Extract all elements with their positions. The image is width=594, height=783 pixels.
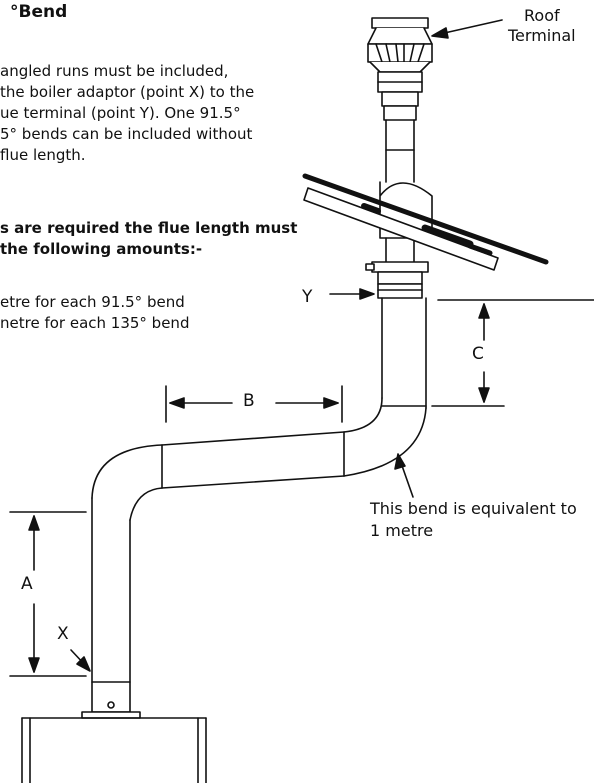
dimension-a-label: A <box>21 574 33 594</box>
boiler <box>21 681 207 783</box>
leader-arrows <box>70 19 503 672</box>
roof-label-line: Terminal <box>508 26 576 45</box>
intro-line: the boiler adaptor (point X) to the <box>0 83 255 101</box>
requirement-line: the following amounts:- <box>0 240 203 258</box>
section-heading: °Bend <box>10 2 68 22</box>
bend-note-line: This bend is equivalent to <box>370 499 577 518</box>
dimension-a <box>9 511 87 677</box>
requirement-paragraph: s are required the flue length must the … <box>0 218 297 260</box>
dimension-b <box>165 385 343 423</box>
collar-clamp <box>365 261 429 299</box>
intro-paragraph: angled runs must be included, the boiler… <box>0 61 254 166</box>
reduction-item-135-bend: netre for each 135° bend <box>0 314 190 332</box>
bend-equivalence-note: This bend is equivalent to 1 metre <box>370 498 577 542</box>
requirement-line: s are required the flue length must <box>0 219 298 237</box>
dimension-c <box>431 299 594 407</box>
roof-terminal-label: Roof Terminal <box>508 6 576 46</box>
dimension-b-label: B <box>243 391 255 411</box>
point-x-label: X <box>57 624 69 644</box>
intro-line: angled runs must be included, <box>0 62 229 80</box>
roof-label-line: Roof <box>524 6 560 25</box>
roof-terminal <box>367 17 433 121</box>
roof-section <box>302 173 549 271</box>
intro-line: 5° bends can be included without <box>0 125 253 143</box>
point-y-label: Y <box>302 287 313 307</box>
reduction-item-91-bend: etre for each 91.5° bend <box>0 293 185 311</box>
bend-note-line: 1 metre <box>370 521 434 540</box>
dimension-c-label: C <box>472 344 484 364</box>
flue-run <box>91 297 427 683</box>
intro-line: ue terminal (point Y). One 91.5° <box>0 104 241 122</box>
intro-line: flue length. <box>0 146 86 164</box>
reduction-list: etre for each 91.5° bend netre for each … <box>0 292 189 334</box>
